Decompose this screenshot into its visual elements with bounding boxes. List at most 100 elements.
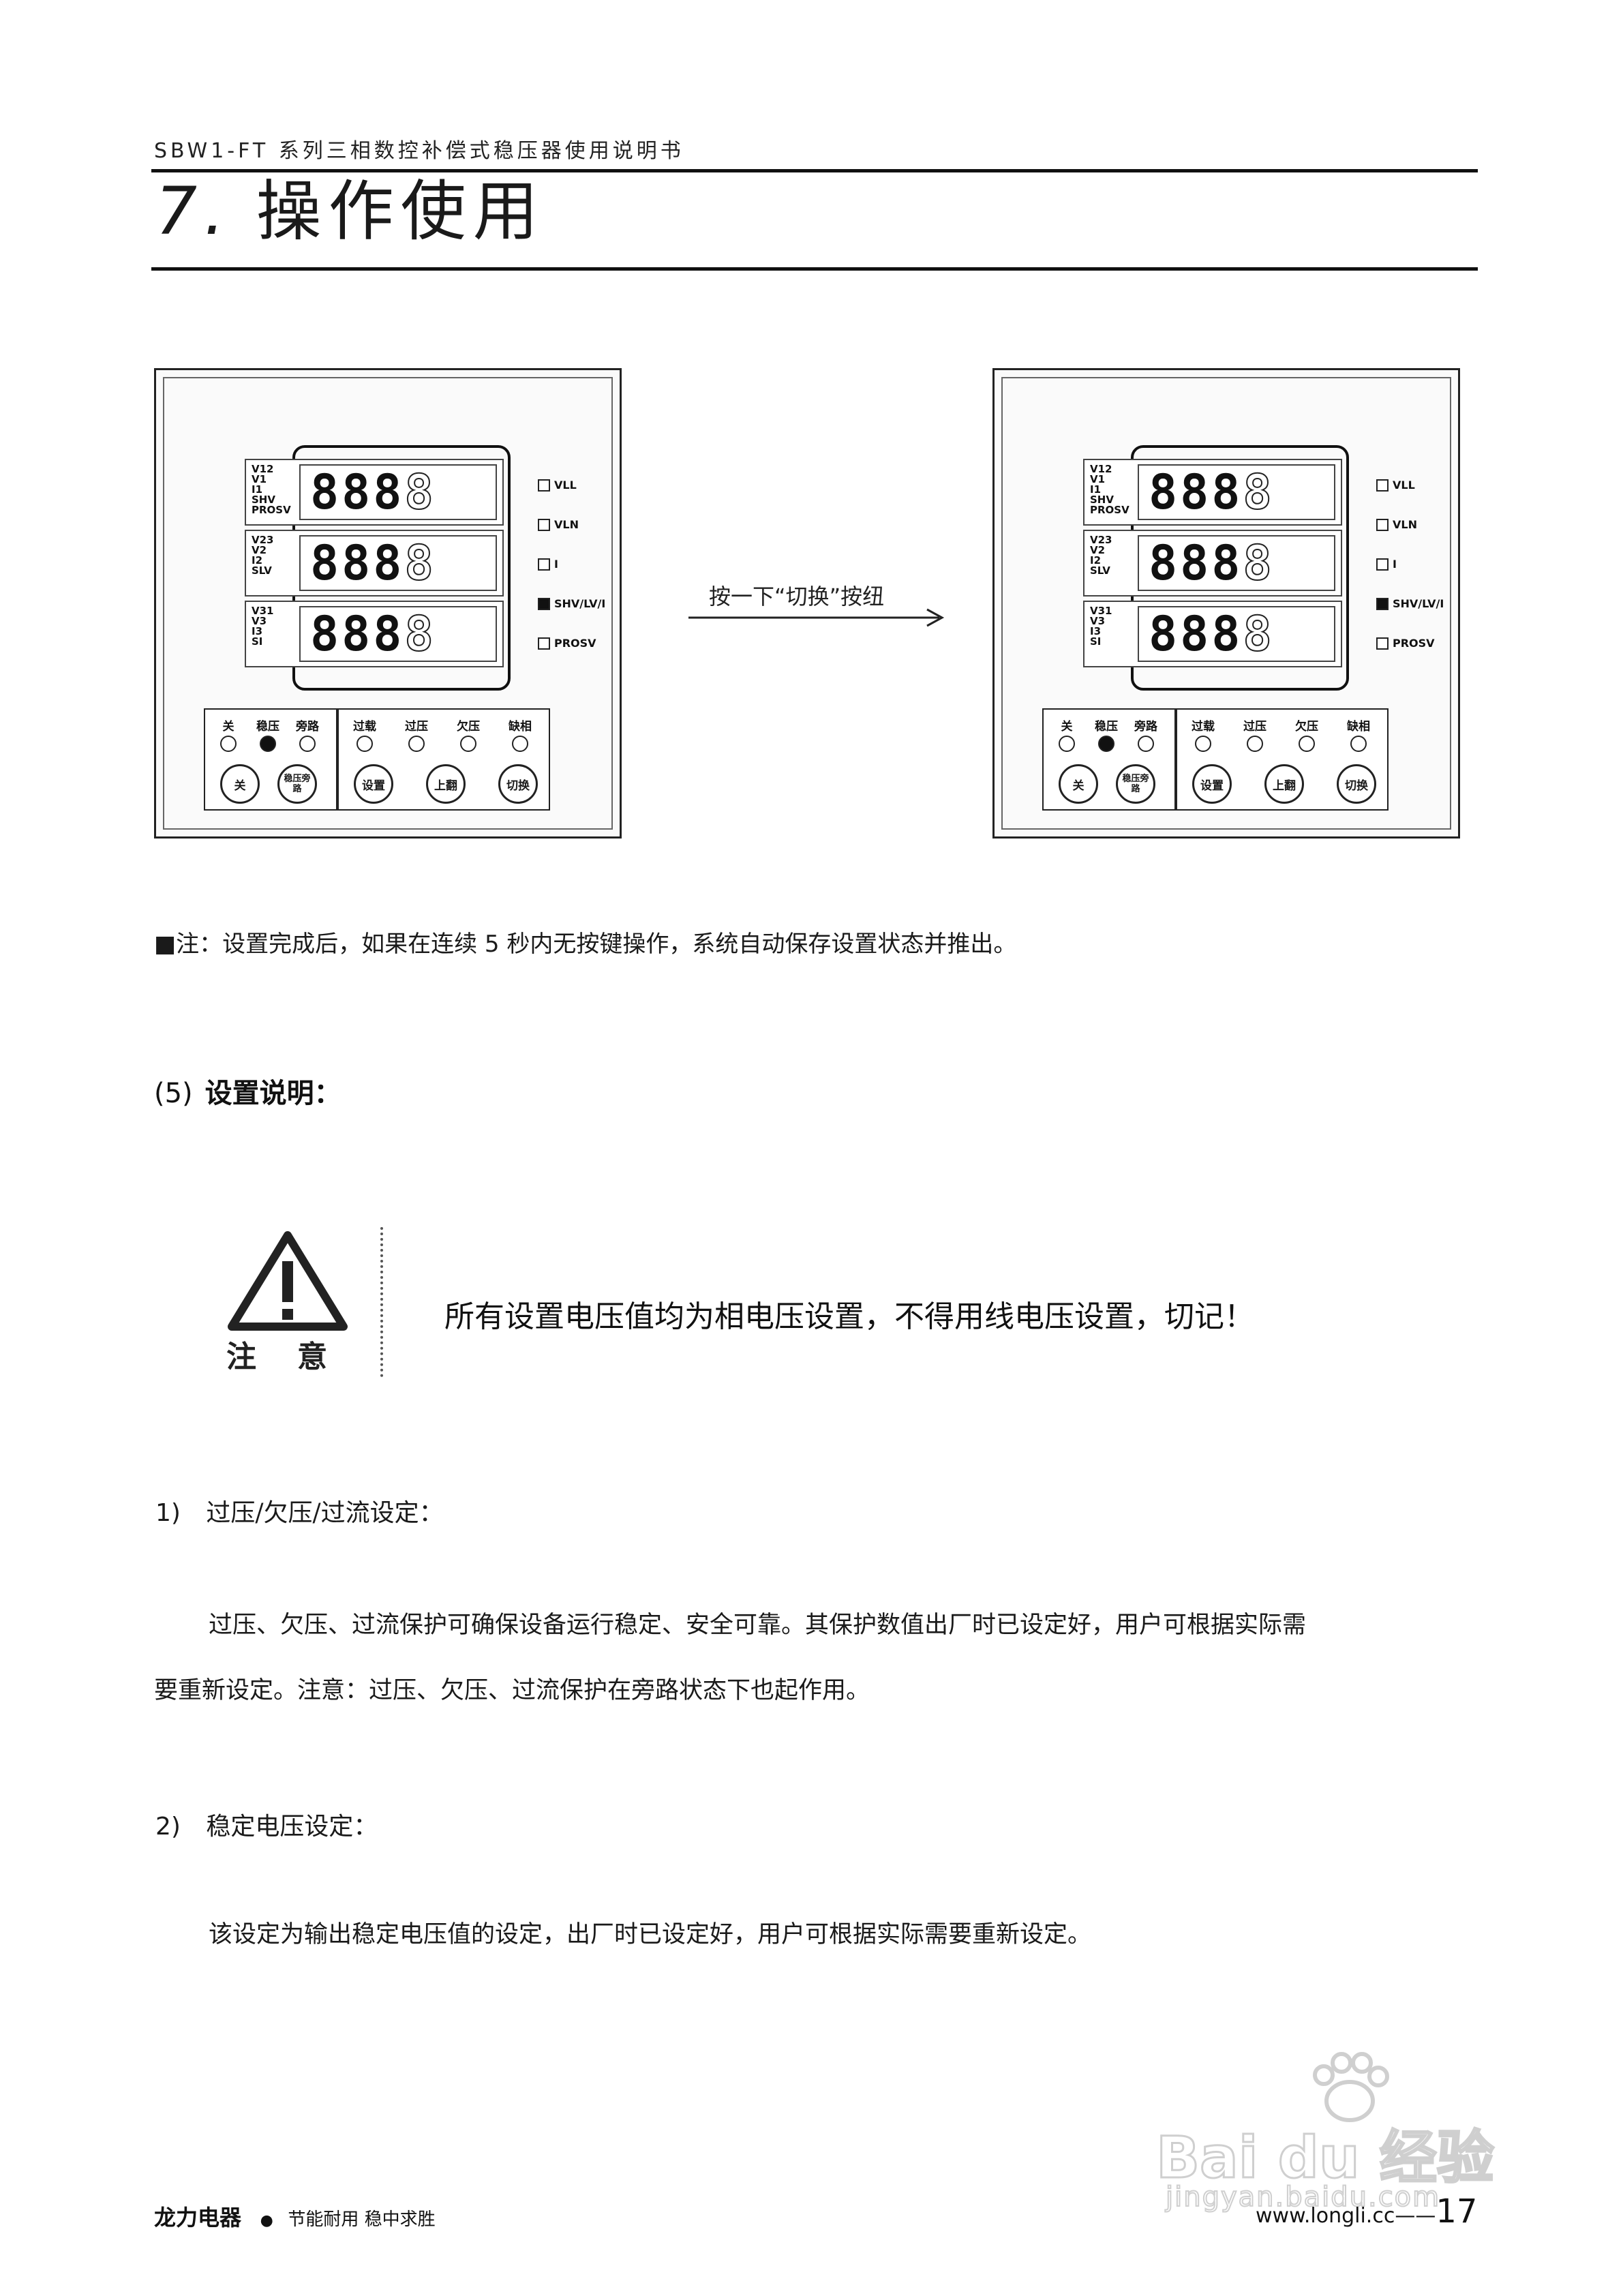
dim-digit: 8 — [1242, 464, 1275, 520]
dotted-divider — [380, 1227, 383, 1377]
segment-digits: 8888 — [310, 539, 436, 588]
dim-digit: 8 — [404, 464, 436, 520]
seven-segment-display — [299, 464, 497, 520]
dim-digit: 8 — [1242, 606, 1275, 662]
seven-segment-display — [1138, 606, 1335, 662]
led-label: 稳压 — [1095, 720, 1118, 734]
row-label: V12 — [252, 463, 274, 475]
indicator-label: PROSV — [554, 637, 596, 650]
panel-inner-border — [1001, 377, 1451, 830]
led-label: 过载 — [353, 720, 376, 734]
item-2-title: 稳定电压设定： — [206, 1813, 378, 1841]
digit-group: 888 — [310, 535, 405, 591]
row-label: SI — [1090, 635, 1102, 648]
row-label: V23 — [252, 534, 274, 546]
item-1-heading: 1) 过压/欠压/过流设定： — [155, 1493, 444, 1528]
dim-digit: 8 — [404, 535, 436, 591]
item-1-para-line-2: 要重新设定。注意：过压、欠压、过流保护在旁路状态下也起作用。 — [154, 1677, 870, 1704]
panel-button[interactable]: 稳压旁路 — [277, 764, 317, 804]
panel-button[interactable]: 关 — [220, 764, 260, 804]
item-1-title: 过压/欠压/过流设定： — [206, 1499, 444, 1527]
row-label: I2 — [252, 554, 263, 567]
arrow-caption: 按一下“切换”按纽 — [709, 584, 885, 609]
watermark-line-2: jingyan.baidu.com — [1165, 2181, 1441, 2214]
segment-digits: 8888 — [1149, 468, 1275, 517]
indicator-label: VLN — [1393, 518, 1417, 531]
indicator-label: VLN — [554, 518, 579, 531]
panel-button[interactable]: 切换 — [1337, 764, 1376, 804]
row-label: V3 — [252, 615, 267, 627]
footer-right: www.longli.cc——17 — [1256, 2192, 1477, 2231]
panel-button[interactable]: 设置 — [354, 764, 393, 804]
led-label: 稳压 — [256, 720, 279, 734]
footer-slogan: 节能耐用 稳中求胜 — [288, 2209, 436, 2230]
indicator-label: SHV/LV/I — [554, 597, 606, 610]
footer-brand: 龙力电器 — [154, 2205, 242, 2231]
status-led-icon — [1195, 736, 1211, 752]
led-label: 旁路 — [296, 720, 319, 734]
row-label: V2 — [252, 544, 267, 556]
indicator-label: I — [1393, 558, 1397, 571]
page-number: 17 — [1436, 2192, 1478, 2231]
led-label: 欠压 — [457, 720, 480, 734]
subsection-number: (5) — [154, 1078, 193, 1109]
segment-digits: 8888 — [310, 468, 436, 517]
dim-digit: 8 — [1242, 535, 1275, 591]
row-label: PROSV — [1090, 504, 1129, 516]
item-1-number: 1) — [155, 1499, 181, 1527]
led-label: 旁路 — [1134, 720, 1157, 734]
warning-triangle-icon — [228, 1231, 348, 1331]
status-led-icon — [357, 736, 373, 752]
row-label: I1 — [252, 483, 263, 496]
segment-digits: 8888 — [310, 609, 436, 659]
indicator-square-icon — [1376, 519, 1389, 531]
item-2-number: 2) — [155, 1813, 181, 1841]
led-label: 欠压 — [1295, 720, 1318, 734]
footer-dash: —— — [1395, 2204, 1436, 2228]
row-label: PROSV — [252, 504, 291, 516]
warning-text: 所有设置电压值均为相电压设置，不得用线电压设置，切记！ — [444, 1299, 1254, 1334]
warning-icon-label: 注 意 — [226, 1340, 333, 1374]
panel-button[interactable]: 上翻 — [1264, 764, 1304, 804]
row-label: I3 — [1090, 625, 1102, 637]
panel-button[interactable]: 关 — [1059, 764, 1098, 804]
row-label: V3 — [1090, 615, 1106, 627]
paw-icon — [1313, 2052, 1389, 2122]
warning-block: 注 意 — [217, 1227, 387, 1377]
led-label: 缺相 — [1347, 720, 1370, 734]
row-label: V31 — [252, 605, 274, 617]
indicator-label: SHV/LV/I — [1393, 597, 1444, 610]
subsection-heading: (5)设置说明： — [154, 1071, 342, 1111]
digit-group: 888 — [310, 464, 405, 520]
document-header: SBW1-FT 系列三相数控补偿式稳压器使用说明书 — [154, 139, 684, 163]
indicator-label: I — [554, 558, 558, 571]
indicator-square-icon — [538, 598, 550, 610]
segment-digits: 8888 — [1149, 539, 1275, 588]
panel-inner-border — [163, 377, 613, 830]
digit-group: 888 — [1149, 535, 1243, 591]
panel-button[interactable]: 切换 — [498, 764, 538, 804]
digit-group: 888 — [1149, 606, 1243, 662]
item-1-para-line-1: 过压、欠压、过流保护可确保设备运行稳定、安全可靠。其保护数值出厂时已设定好，用户… — [209, 1612, 1307, 1639]
row-label: SLV — [1090, 564, 1110, 577]
seven-segment-display — [1138, 464, 1335, 520]
row-label: SHV — [1090, 494, 1114, 506]
status-led-icon — [460, 736, 476, 752]
indicator-square-icon — [538, 637, 550, 650]
section-title: 7.操作使用 — [155, 179, 545, 244]
arrow-right-icon — [688, 608, 945, 627]
status-led-icon — [1299, 736, 1315, 752]
row-label: SHV — [252, 494, 275, 506]
panel-button[interactable]: 上翻 — [426, 764, 466, 804]
row-label: V2 — [1090, 544, 1106, 556]
row-label: I3 — [252, 625, 263, 637]
indicator-label: VLL — [1393, 479, 1415, 492]
row-label: SI — [252, 635, 263, 648]
panel-button[interactable]: 稳压旁路 — [1116, 764, 1155, 804]
panel-button[interactable]: 设置 — [1192, 764, 1232, 804]
